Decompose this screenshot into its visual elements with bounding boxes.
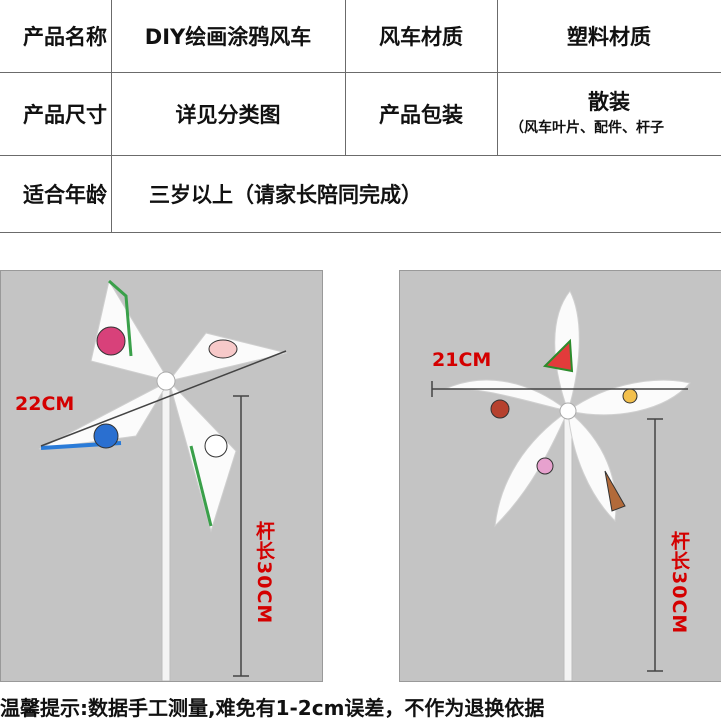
table-divider <box>0 72 721 73</box>
label-age: 适合年龄 <box>23 182 107 207</box>
width-dimension-label-left: 22CM <box>15 393 75 415</box>
value-product-name: DIY绘画涂鸦风车 <box>144 25 312 49</box>
label-packaging: 产品包装 <box>379 102 463 127</box>
width-dimension-label-right: 21CM <box>432 349 492 371</box>
stick-length-label-right: 杆长30CM <box>668 531 690 635</box>
value-packaging: 散装 <box>588 90 630 114</box>
value-material: 塑料材质 <box>567 25 651 49</box>
footer-disclaimer: 温馨提示:数据手工测量,难免有1-2cm误差，不作为退换依据 <box>0 696 545 720</box>
value-packaging-detail: （风车叶片、配件、杆子 <box>510 120 664 136</box>
product-photo-left: 22CM 杆长30CM <box>0 270 323 682</box>
table-divider <box>345 0 346 156</box>
pinwheel-illustration <box>38 279 288 681</box>
table-divider <box>0 155 721 156</box>
table-divider <box>111 0 112 233</box>
product-photo-right: 21CM 杆长30CM <box>399 270 721 682</box>
spec-table: 产品名称 DIY绘画涂鸦风车 风车材质 塑料材质 产品尺寸 详见分类图 产品包装… <box>0 0 721 234</box>
value-size: 详见分类图 <box>175 102 281 127</box>
stick-length-label-left: 杆长30CM <box>253 521 275 625</box>
pinwheel-illustration <box>431 290 691 681</box>
table-divider <box>0 232 721 233</box>
table-divider <box>497 0 498 156</box>
label-material: 风车材质 <box>379 25 463 49</box>
value-age: 三岁以上（请家长陪同完成） <box>149 182 422 207</box>
label-product-name: 产品名称 <box>23 25 107 49</box>
label-size: 产品尺寸 <box>23 102 107 127</box>
